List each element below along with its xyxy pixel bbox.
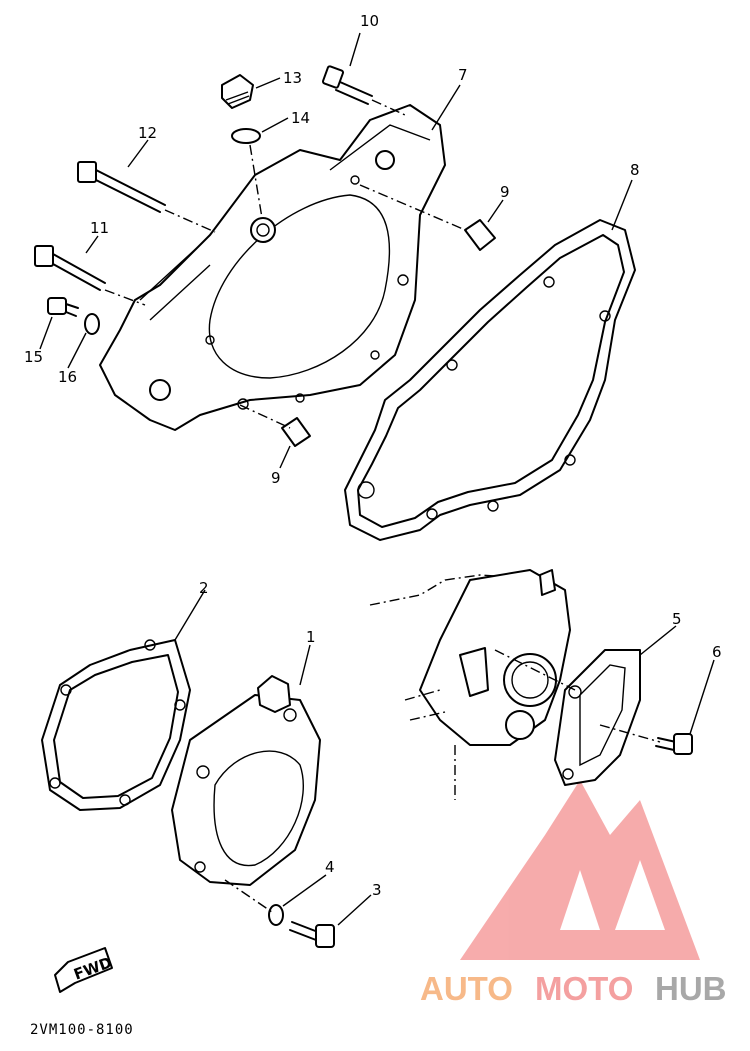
callout-2: 2 bbox=[199, 579, 209, 597]
callout-1: 1 bbox=[306, 628, 316, 646]
callout-5: 5 bbox=[672, 610, 682, 628]
callout-9-upper: 9 bbox=[500, 183, 510, 201]
callout-16: 16 bbox=[58, 368, 77, 386]
gasket-8 bbox=[344, 219, 636, 541]
dowel-pin-9-lower bbox=[239, 404, 311, 447]
callout-leaders bbox=[39, 32, 715, 926]
fwd-arrow: FWD bbox=[54, 947, 114, 993]
engine-case bbox=[369, 569, 571, 800]
callout-15: 15 bbox=[24, 348, 43, 366]
magneto-cover-1 bbox=[171, 675, 321, 886]
washer-4 bbox=[268, 904, 284, 926]
watermark-hub: HUB bbox=[655, 970, 727, 1007]
callout-13: 13 bbox=[283, 69, 302, 87]
dowel-pin-9-upper bbox=[359, 184, 496, 251]
gasket-2 bbox=[41, 639, 191, 811]
washer-16 bbox=[84, 313, 100, 335]
watermark-logo bbox=[460, 780, 700, 960]
bolt-3 bbox=[289, 921, 335, 948]
diagram-code: 2VM100-8100 bbox=[30, 1022, 134, 1038]
screw-15 bbox=[47, 297, 79, 317]
callout-7: 7 bbox=[458, 66, 468, 84]
crankcase-cover-7 bbox=[99, 104, 446, 431]
callout-10: 10 bbox=[360, 12, 379, 30]
drain-plug-13 bbox=[221, 74, 254, 109]
callout-4: 4 bbox=[325, 858, 335, 876]
callout-12: 12 bbox=[138, 124, 157, 142]
bolt-10 bbox=[321, 65, 406, 116]
bolt-11 bbox=[34, 245, 146, 306]
callout-8: 8 bbox=[630, 161, 640, 179]
bolt-12 bbox=[77, 161, 216, 233]
callout-3: 3 bbox=[372, 881, 382, 899]
callout-9-lower: 9 bbox=[271, 469, 281, 487]
cover-5 bbox=[554, 649, 641, 786]
watermark-text: AUTO MOTO HUB bbox=[420, 970, 727, 1007]
bolt-6 bbox=[655, 733, 693, 755]
o-ring-14 bbox=[231, 128, 261, 144]
watermark-auto: AUTO bbox=[420, 970, 513, 1007]
callout-6: 6 bbox=[712, 643, 722, 661]
callout-11: 11 bbox=[90, 219, 109, 237]
watermark-moto: MOTO bbox=[535, 970, 633, 1007]
callout-14: 14 bbox=[291, 109, 310, 127]
